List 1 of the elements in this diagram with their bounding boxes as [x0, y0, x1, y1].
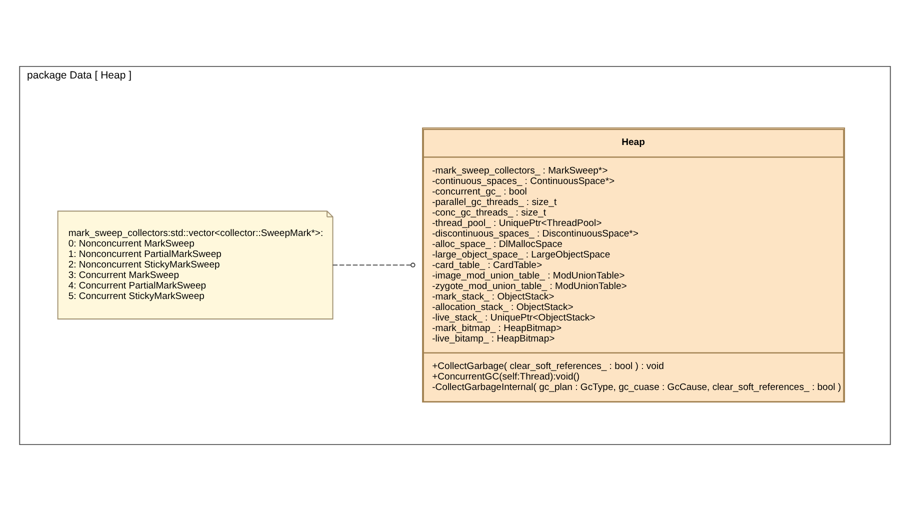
connector — [332, 262, 416, 267]
